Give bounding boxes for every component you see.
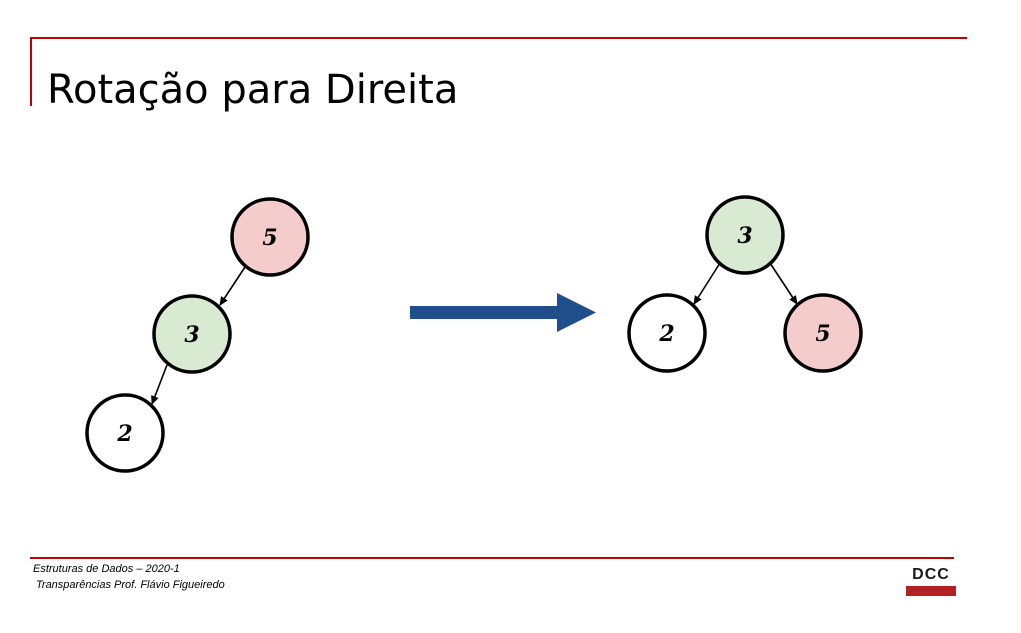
tree-node: 3 <box>705 195 785 275</box>
node-label: 2 <box>658 321 674 347</box>
logo-bar <box>906 586 956 596</box>
node-label: 5 <box>262 225 277 251</box>
tree-node: 2 <box>85 393 165 473</box>
edge-3-to-2 <box>151 364 168 405</box>
footer-rule <box>30 557 954 559</box>
tree-node: 5 <box>230 197 310 277</box>
tree-node: 2 <box>627 293 707 373</box>
slide-title: Rotação para Direita <box>47 67 459 113</box>
right-arrow-icon <box>410 293 596 332</box>
footer-course: Estruturas de Dados – 2020-1 <box>33 563 180 575</box>
edge-3-to-2 <box>693 262 721 305</box>
node-label: 3 <box>184 322 199 348</box>
logo-text: DCC <box>912 566 950 583</box>
before-tree: 5 3 2 <box>85 197 310 473</box>
after-tree: 3 2 5 <box>627 195 863 373</box>
title-top-rule <box>30 37 967 39</box>
tree-node: 3 <box>152 294 232 374</box>
title-left-rule <box>30 37 32 106</box>
edge-5-to-3 <box>219 263 248 306</box>
node-label: 2 <box>116 421 132 447</box>
edge-3-to-5 <box>769 262 798 305</box>
footer-credits: Transparências Prof. Flávio Figueiredo <box>36 579 225 591</box>
dcc-logo: DCC <box>906 565 956 597</box>
node-label: 5 <box>815 321 830 347</box>
node-label: 3 <box>737 223 752 249</box>
tree-node: 5 <box>783 293 863 373</box>
